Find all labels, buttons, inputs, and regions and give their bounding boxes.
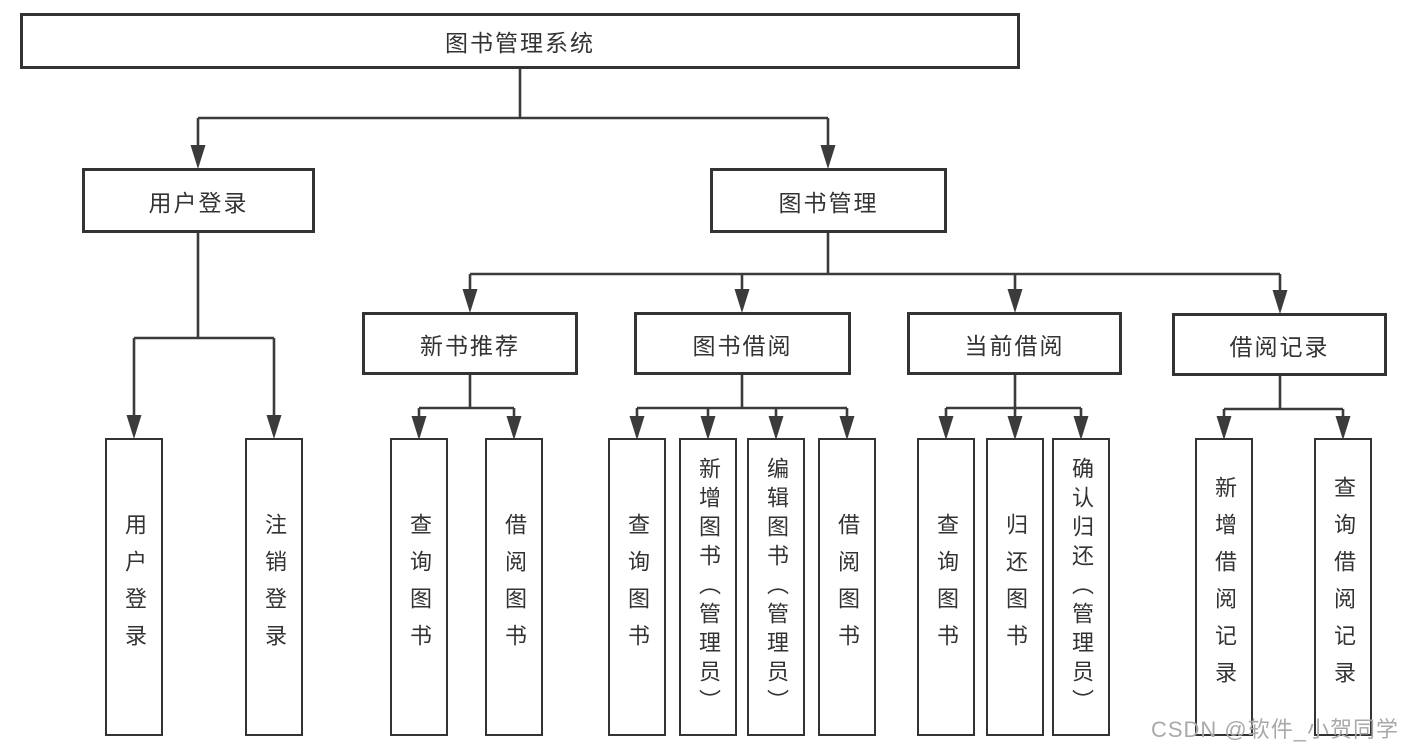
leaf-label: 查询借阅记录 <box>1331 476 1356 698</box>
leaf-borrow-books: 借阅图书 <box>818 438 876 736</box>
node-user-login: 用户登录 <box>82 168 315 233</box>
leaf-label: 借阅图书 <box>835 513 860 661</box>
leaf-query-books-borrowing: 查询图书 <box>608 438 666 736</box>
leaf-label: 查询图书 <box>934 513 959 661</box>
leaf-return-books: 归还图书 <box>986 438 1044 736</box>
node-book-borrowing: 图书借阅 <box>634 312 851 375</box>
node-label: 图书管理 <box>778 189 879 216</box>
leaf-edit-books-admin: 编辑图书（管理员） <box>747 438 805 736</box>
leaf-query-books-current: 查询图书 <box>917 438 975 736</box>
leaf-label: 查询图书 <box>407 513 432 661</box>
node-label: 借阅记录 <box>1229 333 1330 360</box>
leaf-user-login: 用户登录 <box>105 438 163 736</box>
node-label: 当前借阅 <box>964 332 1065 359</box>
csdn-watermark: CSDN @软件_小贺同学 <box>1150 717 1399 742</box>
leaf-label: 新增图书（管理员） <box>696 456 721 718</box>
node-new-book-recommend: 新书推荐 <box>362 312 578 375</box>
node-current-borrowing: 当前借阅 <box>907 312 1122 375</box>
leaf-add-books-admin: 新增图书（管理员） <box>679 438 737 736</box>
leaf-add-borrow-record: 新增借阅记录 <box>1195 438 1253 736</box>
node-label: 用户登录 <box>148 189 249 216</box>
node-label: 新书推荐 <box>420 332 520 359</box>
leaf-label: 编辑图书（管理员） <box>764 456 789 718</box>
leaf-label: 新增借阅记录 <box>1212 476 1237 698</box>
node-book-management: 图书管理 <box>710 168 947 233</box>
leaf-label: 查询图书 <box>625 513 650 661</box>
node-label: 图书借阅 <box>692 332 793 359</box>
leaf-label: 注销登录 <box>262 513 287 661</box>
leaf-label: 用户登录 <box>122 513 147 661</box>
node-label: 图书管理系统 <box>445 30 595 56</box>
leaf-label: 确认归还（管理员） <box>1069 456 1094 718</box>
leaf-query-books-recommend: 查询图书 <box>390 438 448 736</box>
leaf-logout: 注销登录 <box>245 438 303 736</box>
leaf-borrow-books-recommend: 借阅图书 <box>485 438 543 736</box>
node-borrowing-records: 借阅记录 <box>1172 313 1387 376</box>
leaf-label: 借阅图书 <box>502 513 527 661</box>
leaf-label: 归还图书 <box>1003 513 1028 661</box>
leaf-query-borrow-record: 查询借阅记录 <box>1314 438 1372 736</box>
leaf-confirm-return-admin: 确认归还（管理员） <box>1052 438 1110 736</box>
node-root-system: 图书管理系统 <box>20 13 1020 69</box>
